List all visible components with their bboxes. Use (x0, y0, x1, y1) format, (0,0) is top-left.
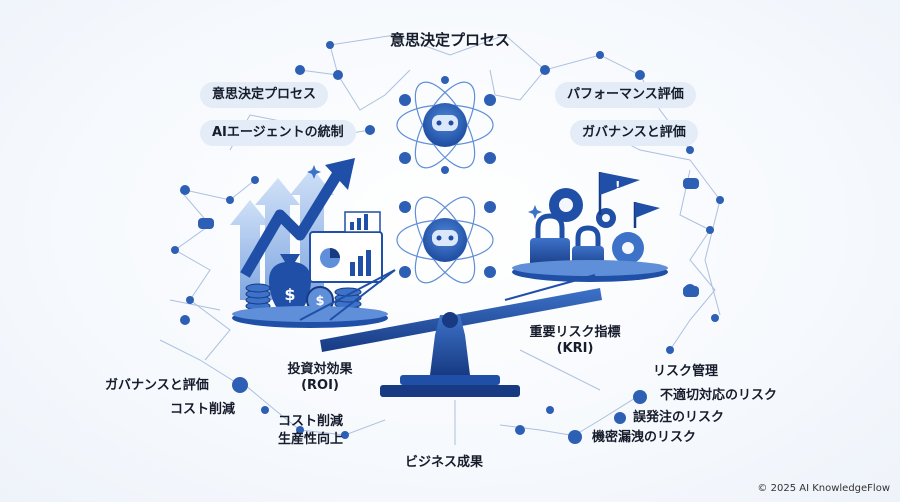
left-pan (232, 306, 388, 328)
pill-governance: ガバナンスと評価 (570, 120, 698, 146)
pill-agent-control: AIエージェントの統制 (200, 120, 356, 146)
pill-decision-process: 意思決定プロセス (200, 82, 329, 108)
svg-text:!: ! (615, 179, 620, 193)
productivity-label: 生産性向上 (278, 432, 344, 447)
left-cost-label: コスト削減 (170, 402, 236, 417)
ai-agent-top (396, 76, 496, 174)
improper-response-risk-label: 不適切対応のリスク (660, 388, 778, 403)
copyright: © 2025 AI KnowledgeFlow (757, 483, 890, 494)
svg-text:$: $ (284, 285, 295, 304)
left-governance-label: ガバナンスと評価 (105, 378, 209, 393)
warning-flags: ! (598, 172, 660, 228)
kri-label: 重要リスク指標 (KRI) (520, 325, 630, 357)
business-outcome-label: ビジネス成果 (405, 455, 484, 470)
kri-label-line1: 重要リスク指標 (529, 325, 621, 340)
sparkle-icons (307, 165, 542, 219)
top-title: 意思決定プロセス (389, 31, 510, 49)
data-leak-risk-label: 機密漏洩のリスク (592, 430, 697, 445)
ai-agent-center (396, 196, 496, 284)
risk-management-label: リスク管理 (653, 364, 719, 379)
roi-label-line2: (ROI) (301, 378, 339, 393)
svg-text:$: $ (315, 294, 324, 309)
roi-label: 投資対効果 (ROI) (270, 362, 370, 394)
right-pan (512, 260, 668, 282)
kri-label-line2: (KRI) (556, 341, 594, 356)
cost-reduction-label: コスト削減 (278, 414, 344, 429)
small-bot-icons (198, 178, 699, 297)
dashboard-screen (309, 211, 383, 283)
misorder-risk-label: 誤発注のリスク (633, 410, 725, 425)
roi-label-line1: 投資対効果 (287, 362, 353, 377)
balance-scale (299, 269, 602, 397)
pill-performance: パフォーマンス評価 (555, 82, 696, 108)
